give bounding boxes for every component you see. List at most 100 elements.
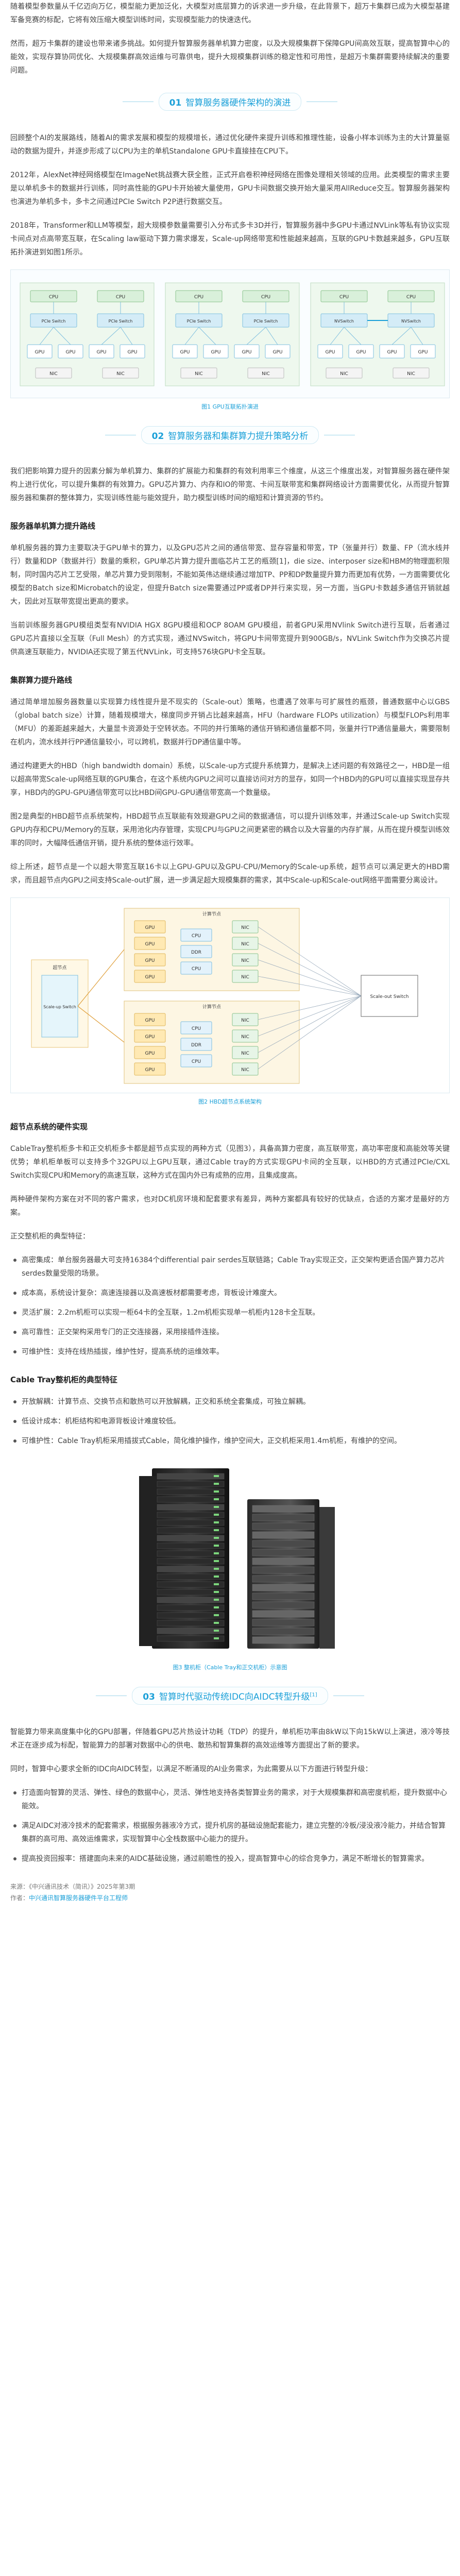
author-line: 作者：中兴通讯智算服务器硬件平台工程师 (10, 1892, 450, 1904)
gpu-block (134, 970, 166, 983)
rack-slot (157, 1628, 225, 1634)
nic-block-label: NIC (241, 925, 249, 930)
switch-block-label: PCIe Switch (187, 319, 211, 324)
gpu-block-label: GPU (145, 1051, 155, 1056)
nic-block (393, 367, 430, 379)
cpu-block-label: CPU (192, 934, 201, 939)
nic-block-label: NIC (241, 1035, 249, 1040)
topology-link (391, 327, 412, 345)
status-led (214, 1506, 219, 1508)
article-footer: 来源：《中兴通讯技术（简讯）》2025年第3期 作者：中兴通讯智算服务器硬件平台… (10, 1881, 450, 1911)
author-text[interactable]: 中兴通讯智算服务器硬件平台工程师 (29, 1894, 128, 1902)
section-title-text: 智算服务器和集群算力提升策略分析 (168, 431, 309, 442)
status-led (214, 1630, 219, 1632)
gpu-block-label: GPU (242, 350, 252, 355)
subsection-title: 服务器单机算力提升路线 (10, 521, 96, 531)
status-led (214, 1583, 219, 1585)
source-line: 来源：《中兴通讯技术（简讯）》2025年第3期 (10, 1881, 450, 1892)
gpu-block (134, 1062, 166, 1076)
pool-label: 超节点 (53, 964, 66, 971)
list-item: 打造面向智算的灵活、弹性、绿色的数据中心，灵活、弹性地支持各类智算业务的需求，对… (10, 1786, 450, 1813)
feature-list: 开放解耦：计算节点、交换节点和散热可以开放解耦，正交和系统全套集成，可独立解耦。… (10, 1395, 450, 1448)
nic-block (35, 367, 72, 379)
gpu-block (134, 1013, 166, 1026)
rack-slot (157, 1512, 225, 1518)
rack-slot (157, 1473, 225, 1480)
gpu-block (134, 920, 166, 934)
figure-caption: 图3 整机柜（Cable Tray和正交机柜）示意图 (173, 1664, 287, 1671)
nic-block-label: NIC (241, 975, 249, 980)
status-led (214, 1622, 219, 1624)
rack-slot (252, 1592, 315, 1600)
rack-slot (252, 1531, 315, 1539)
nic-block (180, 367, 217, 379)
rack-slot (157, 1488, 225, 1495)
list-item: 可维护性：支持在线热插拔，维护性好，提高系统的运维效率。 (10, 1345, 450, 1359)
topology-link (120, 327, 133, 345)
body-paragraph: 综上所述，超节点是一个以超大带宽互联16卡以上GPU-GPU以及GPU-CPU/… (10, 863, 450, 885)
nic-block-label: NIC (407, 371, 415, 377)
rack-slot (157, 1504, 225, 1511)
rack-slot (252, 1575, 315, 1583)
node-label: 计算节点 (202, 1004, 221, 1010)
status-led (214, 1490, 219, 1493)
topology-link (101, 327, 121, 345)
nic-block-label: NIC (195, 371, 203, 377)
list-item: 提高投资回报率：搭建面向未来的AIDC基础设施，通过前瞻性的投入，提高智算中心的… (10, 1852, 450, 1866)
list-item: 低设计成本：机柜结构和电源背板设计难度较低。 (10, 1415, 450, 1428)
rack-slot (252, 1628, 315, 1635)
rack-slot (157, 1481, 225, 1487)
gpu-block-label: GPU (273, 350, 283, 355)
rack-slot (252, 1619, 315, 1626)
rack-slot (157, 1612, 225, 1619)
nic-block (326, 367, 363, 379)
source-label: 来源： (10, 1883, 29, 1890)
scaleout-link (258, 995, 362, 1070)
cpu-block-label: CPU (339, 295, 349, 300)
scaleout-link (258, 995, 362, 1037)
rack-slot (252, 1584, 315, 1591)
figure-caption: 图1 GPU互联拓扑演进 (201, 403, 259, 410)
rack-slot (157, 1589, 225, 1596)
article-page: 随着模型参数量从千亿迈向万亿，模型能力更加泛化，大模型对底层算力的诉求进一步升级… (10, 3, 450, 1911)
body-paragraph: CableTray整机柜多卡和正交机柜多卡都是超节点实现的两种方式（见图3），具… (10, 1145, 450, 1180)
rack-slot (252, 1610, 315, 1618)
gpu-block-label: GPU (356, 350, 366, 355)
status-led (214, 1637, 219, 1639)
switch-block-label: PCIe Switch (254, 319, 278, 324)
body-paragraph: 我们把影响算力提升的因素分解为单机算力、集群的扩展能力和集群的有效利用率三个维度… (10, 467, 450, 502)
cpu-block-label: CPU (192, 967, 201, 972)
body-paragraph: 正交整机柜的典型特征： (10, 1232, 90, 1241)
section-number: 01 (169, 98, 182, 108)
gpu-block-label: GPU (145, 1067, 155, 1073)
nic-block (102, 367, 139, 379)
nic-block-label: NIC (49, 371, 58, 377)
ddr-block (180, 1038, 212, 1051)
heading-divider (306, 101, 338, 102)
scaleout-switch (361, 975, 418, 1017)
figure-cabinets (10, 1458, 450, 1659)
citation-mark: [1] (310, 1692, 317, 1698)
status-led (214, 1614, 219, 1616)
section-title-text: 智算时代驱动传统IDC向AIDC转型升级 (159, 1692, 310, 1702)
nic-block-label: NIC (262, 371, 270, 377)
status-led (214, 1529, 219, 1531)
cpu-block-label: CPU (192, 1026, 201, 1031)
rack-slot (157, 1527, 225, 1534)
list-item: 开放解耦：计算节点、交换节点和散热可以开放解耦，正交和系统全套集成，可独立解耦。 (10, 1395, 450, 1409)
rack-slot (157, 1519, 225, 1526)
rack-slot (157, 1566, 225, 1572)
author-label: 作者： (10, 1894, 29, 1902)
rack-slot (252, 1601, 315, 1609)
body-paragraph: 智能算力带来高度集中化的GPU部署，伴随着GPU芯片热设计功耗（TDP）的提升，… (10, 1728, 450, 1750)
rack-slot (252, 1549, 315, 1556)
rack-slot (252, 1505, 315, 1513)
topology-link (198, 327, 216, 345)
switch-block-label: NVSwitch (334, 319, 354, 324)
gpu-block (134, 1029, 166, 1043)
ddr-block (180, 945, 212, 958)
body-paragraph: 通过简单增加服务器数量以实现算力线性提升是不现实的（Scale-out）策略，也… (10, 698, 450, 747)
